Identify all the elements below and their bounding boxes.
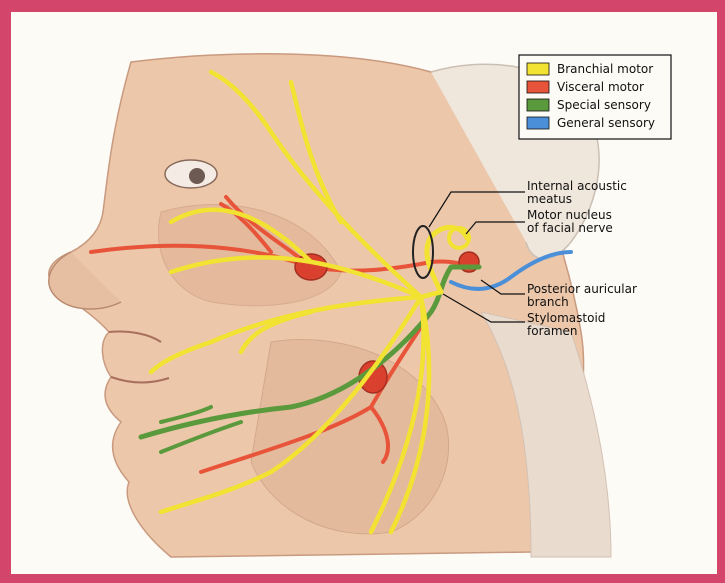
legend-label-general: General sensory xyxy=(557,116,655,130)
label-posterior-auricular-1: Posterior auricular xyxy=(527,282,637,296)
legend-label-visceral: Visceral motor xyxy=(557,80,644,94)
facial-nerve-diagram: Internal acoustic meatus Motor nucleus o… xyxy=(11,12,717,574)
legend: Branchial motor Visceral motor Special s… xyxy=(519,55,671,139)
legend-swatch-branchial xyxy=(527,63,549,75)
legend-swatch-visceral xyxy=(527,81,549,93)
diagram-canvas: Internal acoustic meatus Motor nucleus o… xyxy=(11,12,717,574)
label-internal-acoustic-1: Internal acoustic xyxy=(527,179,627,193)
label-posterior-auricular-2: branch xyxy=(527,295,569,309)
legend-swatch-special xyxy=(527,99,549,111)
iris xyxy=(189,168,205,184)
legend-label-special: Special sensory xyxy=(557,98,651,112)
legend-label-branchial: Branchial motor xyxy=(557,62,653,76)
label-motor-nucleus-1: Motor nucleus xyxy=(527,208,612,222)
label-stylomastoid-2: foramen xyxy=(527,324,578,338)
label-stylomastoid-1: Stylomastoid xyxy=(527,311,605,325)
label-motor-nucleus-2: of facial nerve xyxy=(527,221,613,235)
label-internal-acoustic-2: meatus xyxy=(527,192,572,206)
legend-swatch-general xyxy=(527,117,549,129)
